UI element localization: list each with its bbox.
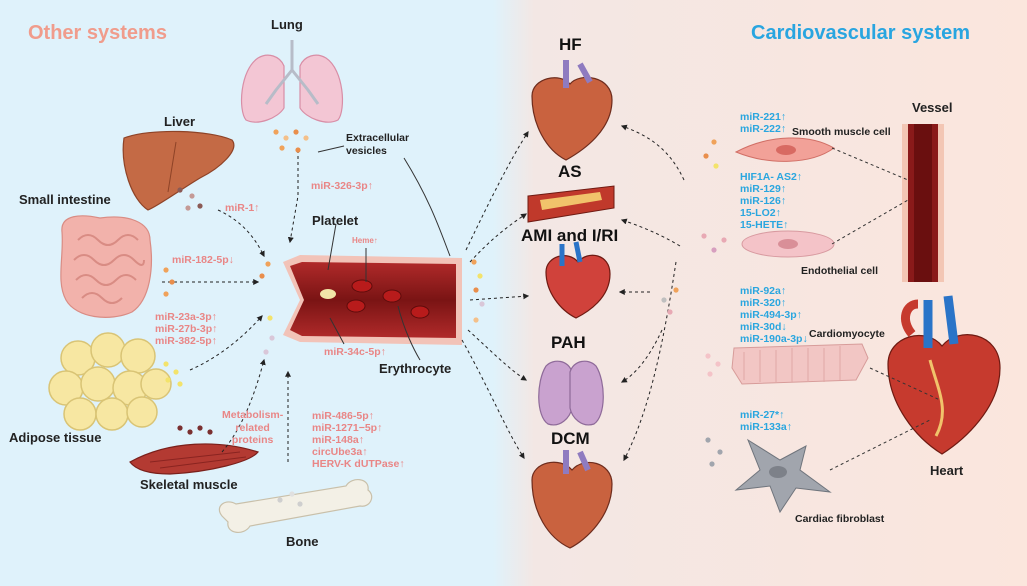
endothelial-cell-label: Endothelial cell — [801, 265, 879, 277]
mirna-smooth-muscle-item: miR-221↑ — [740, 111, 787, 123]
mirna-cardiomyocyte-item: miR-320↑ — [740, 297, 787, 310]
vessel-illustration — [902, 124, 944, 282]
extracellular-vesicles-label: Extracellular vesicles — [346, 132, 410, 157]
liver-label: Liver — [164, 114, 196, 129]
intestine-illustration — [60, 215, 152, 318]
mirna-adipose-list: miR-23a-3p↑ miR-27b-3p↑ miR-382-5p↑ — [155, 311, 217, 347]
endothelial-cell-illustration — [741, 230, 835, 258]
lung-illustration — [240, 40, 344, 123]
mirna-adipose-item: miR-23a-3p↑ — [155, 311, 217, 323]
skeletal-muscle-label: Skeletal muscle — [140, 477, 238, 492]
mirna-endothelial-item: miR-129↑ — [740, 183, 787, 196]
mirna-lung: miR-326-3p↑ — [311, 180, 373, 192]
mirna-liver: miR-1↑ — [225, 202, 260, 214]
mirna-erythrocyte: miR-34c-5p↑ — [324, 346, 386, 358]
mirna-endothelial-item: miR-126↑ — [740, 195, 787, 208]
erythrocyte-label: Erythrocyte — [379, 361, 452, 376]
disease-as: AS — [558, 162, 582, 181]
adipose-illustration — [48, 332, 172, 431]
dcm-heart-illustration — [531, 450, 613, 549]
mirna-fibroblast-item: miR-133a↑ — [740, 421, 792, 434]
mirna-cardiomyocyte-item: miR-190a-3p↓ — [740, 333, 808, 346]
mirna-bone-item: miR-1271−5p↑ — [312, 422, 383, 435]
platelet-label: Platelet — [312, 213, 359, 228]
mirna-endothelial-item: HIF1A- AS2↑ — [740, 171, 803, 183]
mirna-fibroblast-list: miR-27*↑ miR-133a↑ — [740, 409, 792, 433]
cardiac-fibroblast-illustration — [734, 438, 832, 514]
lung-label: Lung — [271, 17, 303, 32]
vesicle-dots — [163, 129, 727, 507]
ami-heart-illustration — [545, 241, 611, 319]
cardiomyocyte-illustration — [731, 343, 869, 385]
disease-ami-iri: AMI and I/RI — [521, 226, 619, 245]
mirna-adipose-item: miR-382-5p↑ — [155, 335, 217, 348]
smooth-muscle-cell-label: Smooth muscle cell — [792, 126, 891, 138]
mirna-cardiomyocyte-item: miR-494-3p↑ — [740, 309, 802, 322]
mirna-adipose-item: miR-27b-3p↑ — [155, 323, 218, 336]
mirna-intestine: miR-182-5p↓ — [172, 254, 234, 266]
central-vessel — [283, 255, 462, 345]
mirna-cardiomyocyte-item: miR-30d↓ — [740, 321, 787, 334]
as-artery-illustration — [527, 185, 615, 223]
bone-illustration — [218, 479, 373, 533]
vessel-label: Vessel — [912, 100, 953, 115]
mirna-bone-item: miR-148a↑ — [312, 434, 364, 447]
disease-dcm: DCM — [551, 429, 590, 448]
cardiovascular-system-header: Cardiovascular system — [751, 22, 971, 44]
disease-pah: PAH — [551, 333, 586, 352]
metabolism-proteins-label: Metabolism- related proteins — [222, 409, 284, 447]
mirna-bone-item: circUbe3a↑ — [312, 446, 368, 459]
small-intestine-label: Small intestine — [19, 192, 111, 207]
cardiomyocyte-label: Cardiomyocyte — [809, 328, 885, 340]
heart-label: Heart — [930, 463, 964, 478]
mirna-smooth-muscle-list: miR-221↑ miR-222↑ — [740, 111, 786, 135]
skeletal-muscle-illustration — [129, 443, 260, 475]
smooth-muscle-cell-illustration — [734, 137, 835, 162]
mirna-smooth-muscle-item: miR-222↑ — [740, 123, 787, 136]
mirna-cardiomyocyte-item: miR-92a↑ — [740, 285, 787, 297]
other-systems-header: Other systems — [28, 22, 167, 44]
disease-hf: HF — [559, 35, 582, 54]
hf-heart-illustration — [531, 60, 613, 161]
mirna-bone-item: miR-486-5p↑ — [312, 410, 374, 422]
heme-label: Heme↑ — [352, 236, 378, 245]
bone-label: Bone — [286, 534, 319, 549]
mirna-fibroblast-item: miR-27*↑ — [740, 409, 785, 421]
cardiac-fibroblast-label: Cardiac fibroblast — [795, 513, 885, 525]
mirna-cardiomyocyte-list: miR-92a↑ miR-320↑ miR-494-3p↑ miR-30d↓ m… — [740, 285, 808, 345]
adipose-tissue-label: Adipose tissue — [9, 430, 102, 445]
mirna-bone-list: miR-486-5p↑ miR-1271−5p↑ miR-148a↑ circU… — [312, 410, 405, 470]
liver-illustration — [122, 130, 235, 211]
mirna-endothelial-item: 15-LO2↑ — [740, 207, 781, 220]
mirna-endothelial-list: HIF1A- AS2↑ miR-129↑ miR-126↑ 15-LO2↑ 15… — [740, 171, 802, 231]
pah-lung-illustration — [538, 360, 604, 426]
big-heart-illustration — [887, 295, 1001, 455]
mirna-endothelial-item: 15-HETE↑ — [740, 219, 789, 232]
mirna-bone-item: HERV-K dUTPase↑ — [312, 458, 405, 471]
